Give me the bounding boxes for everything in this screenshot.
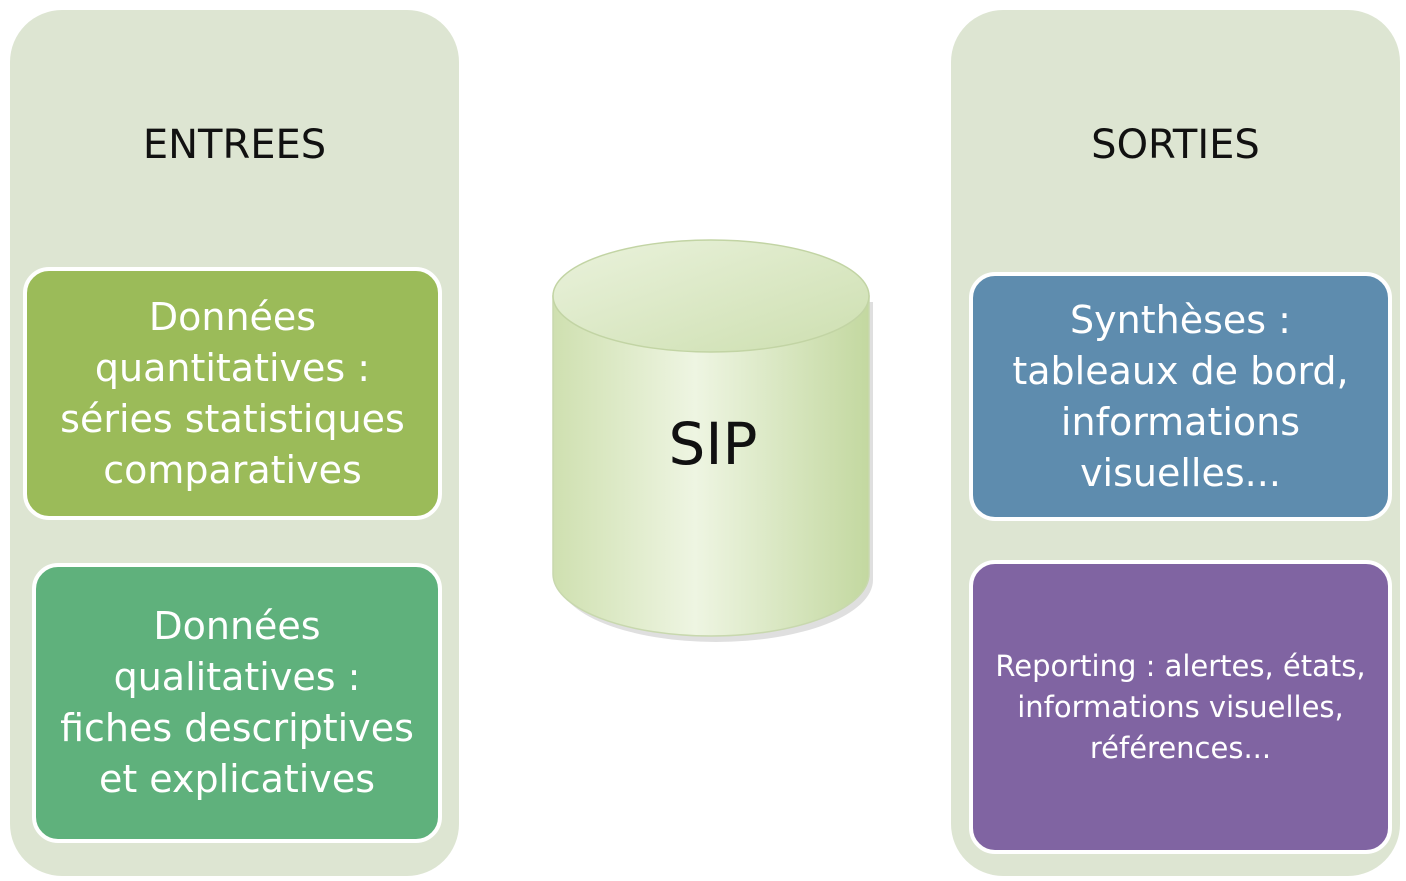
reporting-line: références... <box>1089 730 1272 765</box>
sip-database-cylinder <box>552 239 873 642</box>
qualitative-line: qualitatives : <box>113 655 361 699</box>
quantitative-line: séries statistiques <box>60 396 405 441</box>
qualitative-line: et explicatives <box>98 757 376 801</box>
quantitative-data-box: Données quantitatives : séries statistiq… <box>23 267 442 520</box>
inputs-title: ENTREES <box>142 122 327 168</box>
syntheses-box: Synthèses : tableaux de bord, informatio… <box>969 272 1392 521</box>
qualitative-data-box: Données qualitatives : fiches descriptiv… <box>32 563 442 843</box>
qualitative-line: fiches descriptives <box>60 706 414 750</box>
reporting-box: Reporting : alertes, états, informations… <box>969 560 1392 854</box>
reporting-line: Reporting : alertes, états, <box>995 648 1366 683</box>
quantitative-line: quantitatives : <box>94 345 371 390</box>
quantitative-line: comparatives <box>103 447 362 492</box>
sip-label: SIP <box>668 410 758 478</box>
reporting-line: informations visuelles, <box>1017 689 1344 724</box>
outputs-title: SORTIES <box>1091 122 1260 168</box>
syntheses-line: informations <box>1060 399 1301 444</box>
syntheses-line: tableaux de bord, <box>1012 348 1349 393</box>
qualitative-line: Données <box>153 604 321 648</box>
quantitative-line: Données <box>148 294 317 339</box>
syntheses-line: visuelles... <box>1080 450 1281 495</box>
syntheses-line: Synthèses : <box>1070 297 1291 342</box>
